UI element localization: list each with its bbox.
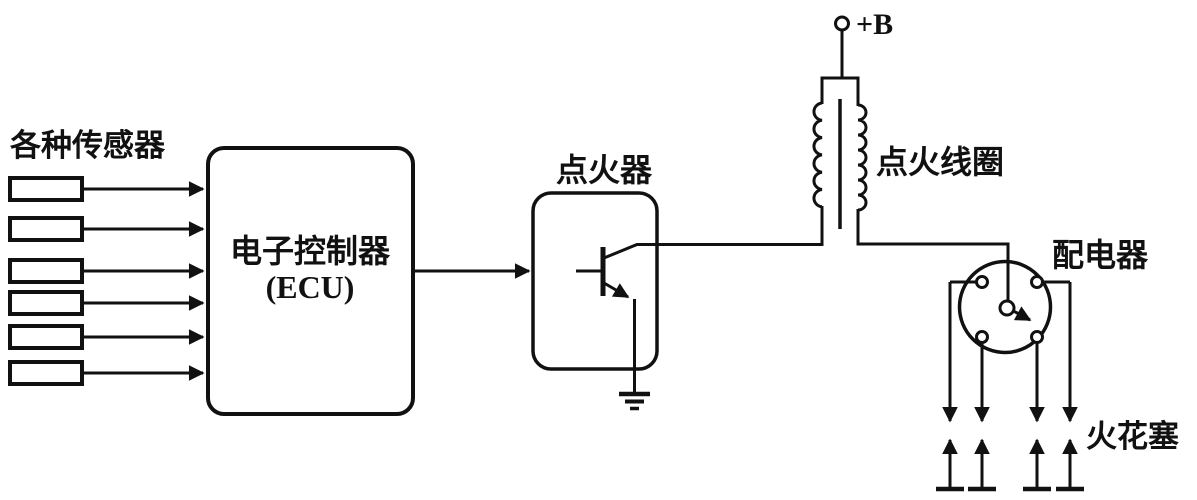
ground-symbol [619,391,650,411]
spark-plug [1023,438,1051,492]
sensor-box [8,360,84,386]
igniter-label: 点火器 [556,152,653,188]
battery-label: +B [856,8,893,41]
distributor-group: 配电器 [942,237,1149,423]
ignition-coil-group: +B 点火线圈 [812,8,1010,302]
sensor-group: 各种传感器 [8,128,205,386]
ecu-label-line2: (ECU) [266,269,355,305]
distributor-terminal [1030,330,1044,344]
transistor-collector-wire [603,243,824,260]
distributor-terminal [975,330,989,344]
spark-plug [968,438,996,492]
sensor-box [8,176,84,202]
sensors-label: 各种传感器 [9,128,166,163]
ecu-group: 电子控制器 (ECU) [230,233,531,305]
rotor-center [998,299,1016,317]
coil-secondary-winding [857,103,868,212]
coil-secondary-lead [856,209,1010,302]
sensor-box [8,290,84,316]
battery-terminal [834,15,850,32]
sensor-box [8,324,84,350]
distributor-label: 配电器 [1052,237,1149,273]
spark-plug [936,438,964,492]
sensor-box [8,258,84,284]
distributor-terminal [975,275,989,289]
igniter-group: 点火器 [556,152,824,411]
coil-primary-winding [812,101,823,209]
transistor-emitter-arrow [603,281,630,299]
spark-plugs-label: 火花塞 [1086,419,1179,454]
spark-plug-group: 火花塞 [936,419,1179,492]
spark-plug [1056,438,1084,492]
ignition-coil-label: 点火线圈 [876,144,1004,180]
ecu-label-line1: 电子控制器 [230,233,391,269]
distributor-terminal [1030,275,1044,289]
igniter-box [531,191,659,371]
sensor-box [8,216,84,242]
ecu-box [206,146,415,416]
